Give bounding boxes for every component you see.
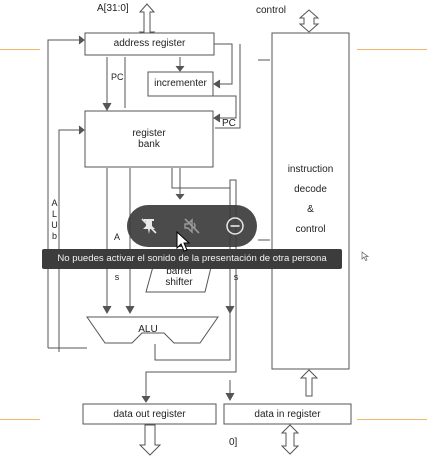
- presentation-toolbar: [127, 205, 257, 247]
- address-bus-label: A[31:0]: [97, 3, 129, 14]
- instruction-decode-box: [271, 32, 350, 370]
- instruction-line3: &: [307, 204, 314, 215]
- a-bus-label: A: [113, 232, 120, 242]
- data-in-arrow: [280, 424, 300, 455]
- register-bank-box: [84, 110, 214, 168]
- register-bank-line1: register: [132, 128, 166, 139]
- minus-circle-icon: [226, 217, 244, 235]
- orange-rule-bottom-right: [357, 419, 427, 420]
- alu-bus-label: ALU b: [51, 198, 58, 241]
- data-in-register-label: data in register: [254, 409, 321, 420]
- incrementer-label: incrementer: [154, 78, 207, 89]
- register-bank-line2: bank: [138, 139, 160, 150]
- orange-rule-top-left: [0, 49, 40, 50]
- barrel-line2: shifter: [165, 277, 193, 288]
- control-bus-arrow: [298, 9, 320, 33]
- remove-button[interactable]: [221, 212, 249, 240]
- control-label: control: [256, 5, 287, 16]
- mouse-cursor-icon: [176, 231, 191, 252]
- tooltip: No puedes activar el sonido de la presen…: [42, 249, 342, 269]
- orange-rule-top-right: [357, 49, 427, 50]
- alu-label: ALU: [138, 324, 158, 335]
- speaker-muted-icon: [184, 218, 200, 234]
- pointer-cursor-icon: [361, 251, 369, 261]
- barrel-line1: barrel: [166, 266, 192, 277]
- orange-rule-bottom-left: [0, 419, 40, 420]
- instruction-line4: control: [295, 224, 326, 235]
- data-out-register-label: data out register: [113, 409, 186, 420]
- pin-button[interactable]: [135, 212, 163, 240]
- pc-left-label: PC: [111, 72, 124, 82]
- alu-feedback-path: [47, 39, 79, 348]
- pin-icon: [141, 218, 157, 234]
- address-register-label: address register: [113, 38, 186, 49]
- unmute-button[interactable]: [178, 212, 206, 240]
- instruction-line2: decode: [294, 184, 327, 195]
- data-out-register-box: [82, 403, 217, 425]
- s-left-label: s: [114, 272, 120, 282]
- pc-right-label: PC: [222, 118, 236, 129]
- data-out-arrow: [138, 424, 162, 456]
- incrementer-box: [147, 71, 214, 97]
- alu-box: [86, 316, 219, 344]
- data-in-register-box: [223, 403, 352, 425]
- data-bus-label: 0]: [229, 437, 238, 448]
- instruction-line1: instruction: [287, 164, 334, 175]
- s-right-label: s: [233, 272, 239, 282]
